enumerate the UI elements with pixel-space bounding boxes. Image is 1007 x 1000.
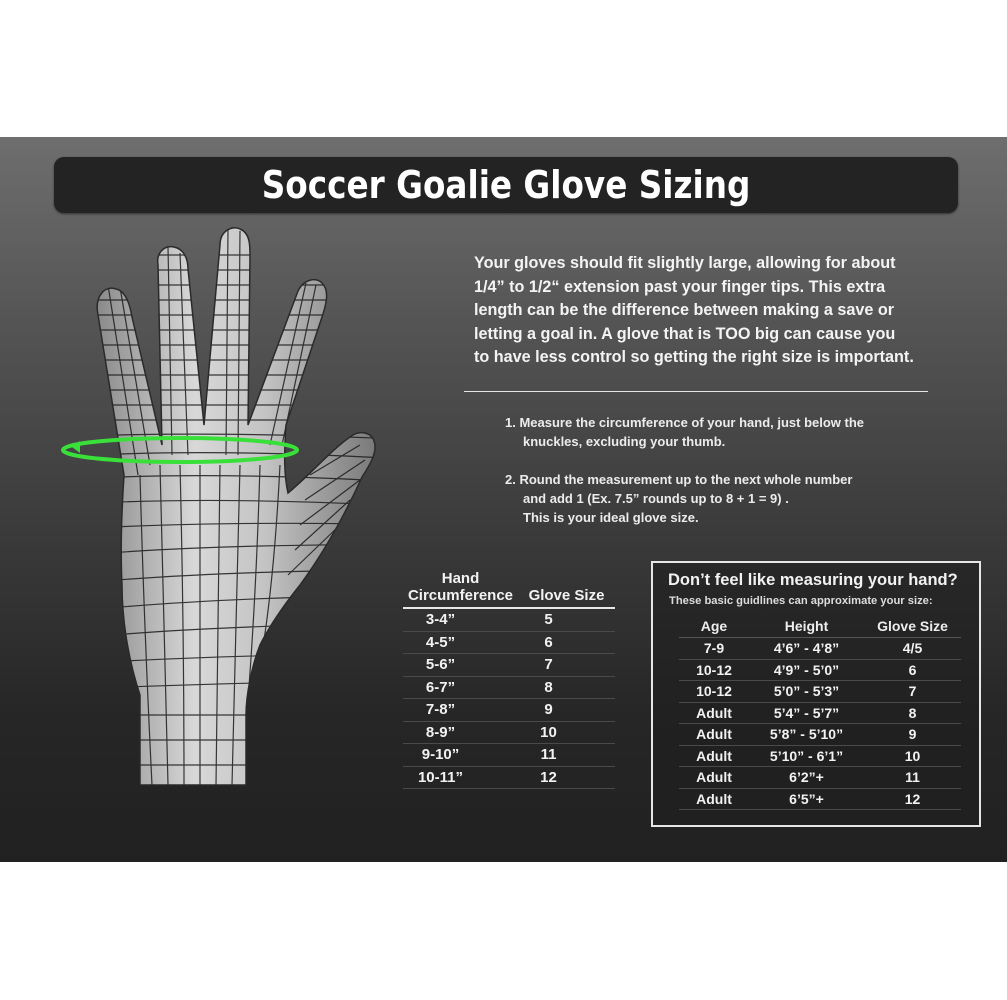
cell-height: 6’2”+ [749,766,864,789]
cell-age: Adult [679,702,749,724]
cell-height: 5’8” - 5’10” [749,723,864,746]
cell-height: 5’0” - 5’3” [749,680,864,703]
intro-line: Your gloves should fit slightly large, a… [474,254,896,272]
cell-height: 5’4” - 5’7” [749,702,864,724]
cell-glove-size: 12 [864,788,961,810]
cell-age: 10-12 [679,680,749,703]
step-text: knuckles, excluding your thumb. [523,434,726,449]
cell-height: 4’6” - 4’8” [749,637,864,660]
cell-glove-size: 8 [544,678,553,696]
cell-glove-size: 7 [864,680,961,703]
table-row: 3-4” 5 [403,609,615,632]
page-title: Soccer Goalie Glove Sizing [261,163,751,207]
header-glove-size: Glove Size [864,616,961,638]
circumference-table: Hand Circumference Glove Size 3-4” 5 4-5”… [403,570,615,789]
header-circumference: Hand Circumference [403,570,518,604]
table-row: 5-6” 7 [403,654,615,677]
cell-glove-size: 10 [864,745,961,767]
cell-height: 5’10” - 6’1” [749,745,864,767]
cell-glove-size: 10 [540,723,557,741]
header-height: Height [749,616,864,638]
box-subtitle: These basic guidlines can approximate yo… [669,595,933,607]
table-row: 9-10” 11 [403,744,615,767]
header-age: Age [679,616,749,638]
step-text: 2. Round the measurement up to the next … [505,472,853,487]
measurement-ring [61,436,299,464]
cell-glove-size: 4/5 [864,637,961,660]
cell-glove-size: 7 [544,656,553,674]
table-row: 7-8” 9 [403,699,615,722]
cell-glove-size: 6 [544,633,553,651]
hand-wireframe-icon [61,227,376,786]
cell-circumference: 7-8” [425,701,456,719]
header-text: Circumference [407,587,514,604]
header-text: Hand [441,570,480,587]
cell-circumference: 6-7” [425,678,456,696]
instructions-list: 1. Measure the circumference of your han… [505,413,925,546]
cell-glove-size: 11 [864,766,961,789]
cell-height: 4’9” - 5’0” [749,659,864,681]
cell-circumference: 9-10” [421,746,460,764]
table-header: Hand Circumference Glove Size [403,570,615,609]
intro-paragraph: Your gloves should fit slightly large, a… [474,252,944,370]
cell-glove-size: 9 [544,701,553,719]
title-bar: Soccer Goalie Glove Sizing [54,157,958,213]
step-text: 1. Measure the circumference of your han… [505,415,865,430]
step-text: This is your ideal glove size. [523,510,699,525]
step-text: and add 1 (Ex. 7.5” rounds up to 8 + 1 =… [523,491,789,506]
table-row: 4-5” 6 [403,632,615,654]
table-row: 10-11” 12 [403,767,615,789]
box-title: Don’t feel like measuring your hand? [668,571,958,589]
cell-age: Adult [679,745,749,767]
divider [464,391,928,392]
cell-glove-size: 6 [864,659,961,681]
cell-height: 6’5”+ [749,788,864,810]
cell-circumference: 10-11” [417,768,464,786]
cell-age: Adult [679,723,749,746]
cell-glove-size: 9 [864,723,961,746]
cell-glove-size: 8 [864,702,961,724]
table-row: 6-7” 8 [403,677,615,699]
intro-line: length can be the difference between mak… [474,301,895,319]
instruction-step-1: 1. Measure the circumference of your han… [505,413,925,451]
cell-circumference: 4-5” [425,633,456,651]
cell-circumference: 3-4” [425,611,456,629]
cell-age: Adult [679,788,749,810]
table-row: 8-9” 10 [403,722,615,744]
cell-age: 7-9 [679,637,749,660]
intro-line: to have less control so getting the righ… [474,348,914,366]
intro-line: letting a goal in. A glove that is TOO b… [474,324,896,343]
cell-circumference: 8-9” [425,723,456,741]
cell-age: Adult [679,766,749,789]
cell-glove-size: 5 [544,611,553,629]
table-header: Age Height Glove Size [679,616,961,638]
header-glove-size: Glove Size [528,587,605,604]
cell-glove-size: 12 [540,768,557,786]
cell-circumference: 5-6” [425,656,456,674]
intro-line: 1/4” to 1/2“ extension past your finger … [474,277,886,296]
instruction-step-2: 2. Round the measurement up to the next … [505,470,925,527]
cell-age: 10-12 [679,659,749,681]
cell-glove-size: 11 [540,746,557,764]
height-guideline-box: Don’t feel like measuring your hand? The… [651,561,981,827]
